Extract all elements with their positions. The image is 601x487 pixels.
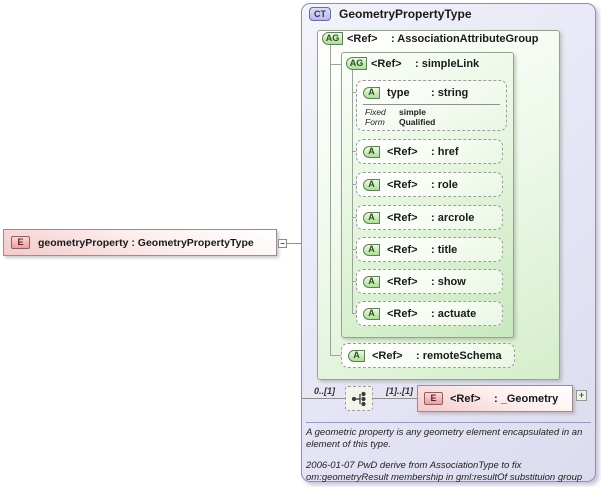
content-model-line [302,398,345,399]
attribute-box-title[interactable]: A <Ref> : title [356,237,503,262]
attribute-badge: A [348,349,365,362]
fact-row: Form Qualified [365,117,506,127]
sequence-glyph [351,391,366,406]
attribute-ref: <Ref> [372,349,403,362]
attribute-ref: <Ref> [387,275,418,288]
element-label: geometryProperty : GeometryPropertyType [38,236,254,249]
tree-stub-line [352,281,357,282]
type-attr-header: A type : string [357,81,506,104]
content-model-line [373,398,417,399]
type-attr-name: type [387,86,410,99]
attribute-badge: A [363,307,380,320]
attribute-name: : title [431,243,458,256]
tree-stub-line [330,64,341,65]
attribute-name: : href [431,145,459,158]
attribute-ref: <Ref> [387,307,418,320]
attribute-box-type: A type : string Fixed simple Form Qualif… [356,80,507,131]
tree-trunk-line [352,70,353,314]
attrgroup-header: AG <Ref> : AssociationAttributeGroup [322,32,538,45]
simplelink-ref: <Ref> [371,57,402,70]
attribute-ref: <Ref> [387,178,418,191]
fact-value: simple [399,107,426,117]
attribute-box-remoteSchema[interactable]: A <Ref> : remoteSchema [341,343,515,368]
tree-stub-line [330,355,341,356]
element-badge: E [424,392,443,405]
annotation-divider [306,422,591,423]
attribute-badge: A [363,275,380,288]
element-box-geometry-child[interactable]: E <Ref> : _Geometry [417,385,573,412]
element-badge: E [11,236,30,249]
fact-value: Qualified [399,117,436,127]
attribute-box-href[interactable]: A <Ref> : href [356,139,503,164]
cardinality-right: [1]..[1] [386,386,413,396]
complextype-badge: CT [309,7,331,21]
tree-stub-line [352,313,357,314]
attribute-box-role[interactable]: A <Ref> : role [356,172,503,197]
annotation-revision: 2006-01-07 PwD derive from AssociationTy… [306,459,583,484]
annotation-doc: A geometric property is any geometry ele… [306,427,583,451]
expand-plus-icon[interactable]: + [576,390,587,401]
simplelink-name: : simpleLink [415,57,480,70]
type-attr-type: : string [431,86,469,99]
attribute-badge: A [363,243,380,256]
attribute-name: : remoteSchema [416,349,502,362]
fact-row: Fixed simple [365,107,506,117]
child-ref: <Ref> [450,392,481,405]
attribute-box-actuate[interactable]: A <Ref> : actuate [356,301,503,326]
attribute-badge: A [363,178,380,191]
element-box-geometryProperty[interactable]: E geometryProperty : GeometryPropertyTyp… [3,229,277,256]
tree-stub-line [352,92,357,93]
collapse-minus-icon[interactable]: − [278,239,287,248]
facts-divider [363,104,500,105]
annotation-block: A geometric property is any geometry ele… [306,427,594,484]
sequence-compositor-icon[interactable] [345,386,373,411]
attrgroup-name: : AssociationAttributeGroup [391,32,539,45]
attribute-badge: A [363,86,380,99]
attrgroup-badge: AG [322,32,343,45]
child-name: : _Geometry [494,392,559,405]
tree-stub-line [352,151,357,152]
attribute-name: : actuate [431,307,477,320]
attribute-ref: <Ref> [387,211,418,224]
tree-stub-line [352,217,357,218]
attribute-box-arcrole[interactable]: A <Ref> : arcrole [356,205,503,230]
facts-list: Fixed simple Form Qualified [357,105,506,127]
tree-stub-line [352,184,357,185]
attribute-ref: <Ref> [387,145,418,158]
attribute-badge: A [363,211,380,224]
cardinality-left: 0..[1] [314,386,336,396]
complextype-title: GeometryPropertyType [339,7,472,21]
fact-label: Fixed [365,107,386,117]
attribute-box-show[interactable]: A <Ref> : show [356,269,503,294]
attribute-name: : show [431,275,466,288]
fact-label: Form [365,117,385,127]
attrgroup-ref: <Ref> [347,32,378,45]
complextype-header: CT GeometryPropertyType [309,7,472,21]
attribute-name: : role [431,178,458,191]
attribute-badge: A [363,145,380,158]
connector-line [287,243,301,244]
tree-stub-line [352,249,357,250]
attribute-ref: <Ref> [387,243,418,256]
tree-trunk-line [330,45,331,356]
simplelink-badge: AG [346,57,367,70]
simplelink-header: AG <Ref> : simpleLink [346,57,479,70]
attribute-name: : arcrole [431,211,475,224]
